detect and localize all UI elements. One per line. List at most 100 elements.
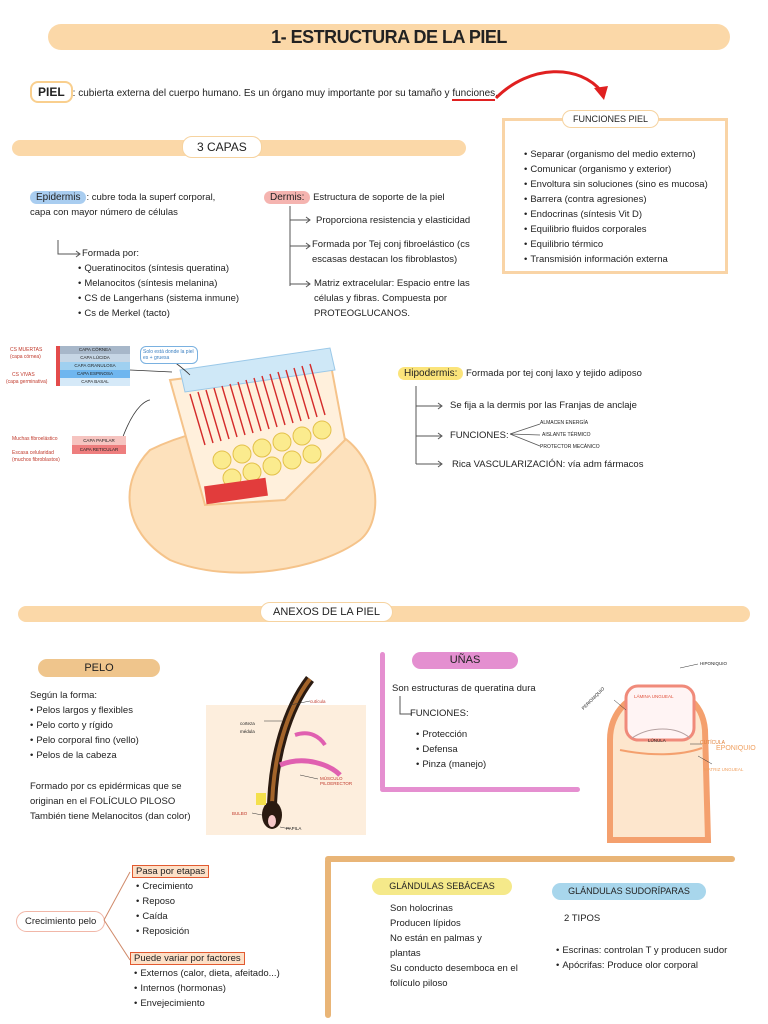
dermis-connector bbox=[289, 206, 311, 288]
sudoriparas-title: GLÁNDULAS SUDORÍPARAS bbox=[552, 883, 706, 900]
note-cs-muertas: CS MUERTAS bbox=[10, 347, 43, 353]
hipodermis-label: Hipodermis: bbox=[398, 367, 464, 380]
note-capa-cornea: (capa córnea) bbox=[10, 354, 41, 360]
hair-label-musculo: MÚSCULO PILOERECTOR bbox=[320, 776, 353, 786]
list-item: Transmisión información externa bbox=[524, 252, 708, 267]
pelo-list: Pelos largos y flexibles Pelo corto y rí… bbox=[30, 703, 139, 763]
hair-diagram bbox=[206, 675, 366, 835]
divider-horizontal-pink bbox=[380, 787, 580, 792]
hipodermis-item-3: Rica VASCULARIZACIÓN: vía adm fármacos bbox=[452, 459, 644, 470]
note-fibroblastos: (muchos fibroblastos) bbox=[12, 457, 60, 463]
unas-title: UÑAS bbox=[412, 652, 518, 669]
unas-connector bbox=[399, 696, 412, 715]
list-item: Cs de Merkel (tacto) bbox=[78, 306, 239, 321]
list-item: Reposo bbox=[136, 894, 193, 909]
unas-text: Son estructuras de queratina dura bbox=[392, 683, 536, 694]
list-item: Internos (hormonas) bbox=[134, 981, 280, 996]
list-item: Envejecimiento bbox=[134, 996, 280, 1011]
layer-corneal: CAPA CÓRNEA bbox=[60, 346, 130, 354]
epidermis-list: Queratinocitos (síntesis queratina) Mela… bbox=[78, 261, 239, 321]
hair-label-papila: PAPILA bbox=[286, 826, 302, 831]
epidermis-text: Epidermis: cubre toda la superf corporal… bbox=[30, 191, 216, 218]
list-item: Crecimiento bbox=[136, 879, 193, 894]
list-item: Melanocitos (síntesis melanina) bbox=[78, 276, 239, 291]
hipodermis-connector bbox=[415, 386, 443, 468]
skin-diagram bbox=[119, 347, 377, 574]
divider-horizontal-tan bbox=[325, 856, 735, 862]
layer-stack-bar bbox=[56, 346, 60, 386]
hair-label-corteza: corteza bbox=[240, 721, 255, 726]
hipodermis-func-1: ALMACEN ENERGÍA bbox=[540, 420, 589, 426]
layer-granulosa: CAPA GRANULOSA bbox=[60, 362, 130, 370]
list-item: Escrinas: controlan T y producen sudor bbox=[556, 943, 727, 958]
nail-label-cuticula: CUTÍCULA bbox=[700, 740, 726, 746]
pelo-title: PELO bbox=[38, 659, 160, 677]
layer-lucida: CAPA LÚCIDA bbox=[60, 354, 130, 362]
list-item: Equilibrio térmico bbox=[524, 237, 708, 252]
epidermis-layer-stack: CAPA CÓRNEA CAPA LÚCIDA CAPA GRANULOSA C… bbox=[60, 346, 130, 386]
layer-papilar: CAPA PAPILAR bbox=[72, 436, 126, 445]
list-item: Pelo corto y rígido bbox=[30, 718, 139, 733]
nail-label-eponiquio: EPONIQUIO bbox=[716, 745, 756, 752]
title-banner bbox=[48, 24, 730, 50]
dermis-item-1: Proporciona resistencia y elasticidad bbox=[316, 215, 471, 226]
pelo-formado: Formado por cs epidérmicas que se origin… bbox=[30, 781, 191, 822]
hipodermis-func-3: PROTECTOR MECÁNICO bbox=[540, 444, 600, 450]
list-item: Pelos de la cabeza bbox=[30, 748, 139, 763]
list-item: Envoltura sin soluciones (sino es mucosa… bbox=[524, 177, 707, 192]
hair-label-medula: médula bbox=[240, 729, 255, 734]
list-item: Pelo corporal fino (vello) bbox=[30, 733, 138, 748]
piel-label: PIEL bbox=[30, 81, 73, 103]
sudoriparas-tipos: 2 TIPOS bbox=[564, 913, 601, 924]
nail-label-lunula: LÚNULA bbox=[648, 738, 666, 743]
note-celularidad: Escasa celularidad bbox=[12, 450, 54, 456]
list-item: Externos (calor, dieta, afeitado...) bbox=[134, 966, 279, 981]
layer-espinosa: CAPA ESPINOSA bbox=[60, 370, 130, 378]
list-item: Apócrifas: Produce olor corporal bbox=[556, 958, 727, 973]
funciones-arrows bbox=[509, 423, 541, 447]
list-item: Pinza (manejo) bbox=[416, 757, 486, 772]
crecimiento-connector bbox=[103, 871, 131, 961]
capas-title: 3 CAPAS bbox=[182, 136, 262, 158]
list-item: Producen lípidos bbox=[390, 918, 461, 929]
connector-arrow-icon bbox=[57, 240, 81, 258]
hipodermis-heading: Hipodermis: Formada por tej conj laxo y … bbox=[398, 367, 642, 380]
note-capa-germinativa: (capa germinativa) bbox=[6, 379, 48, 385]
funciones-link[interactable]: funciones bbox=[452, 88, 496, 101]
nail-label-matriz: MATRIZ UNGUEAL bbox=[704, 767, 744, 772]
list-item: Caída bbox=[136, 909, 193, 924]
pelo-intro: Según la forma: bbox=[30, 690, 98, 701]
sebaceas-title: GLÁNDULAS SEBÁCEAS bbox=[372, 878, 512, 895]
dermis-layer-stack: CAPA PAPILAR CAPA RETICULAR bbox=[72, 436, 126, 454]
factores-title: Puede variar por factores bbox=[130, 952, 245, 965]
list-item: Son holocrinas bbox=[390, 903, 453, 914]
hipodermis-func-2: AISLANTE TÉRMICO bbox=[542, 432, 591, 438]
list-item: Protección bbox=[416, 727, 486, 742]
layer-basal: CAPA BASAL bbox=[60, 378, 130, 386]
divider-vertical-tan bbox=[325, 858, 331, 1018]
divider-vertical-pink bbox=[380, 652, 385, 790]
list-item: Comunicar (organismo y exterior) bbox=[524, 162, 708, 177]
list-item: Reposición bbox=[136, 924, 193, 939]
sebaceas-list: Son holocrinas Producen lípidos No están… bbox=[390, 901, 530, 991]
etapas-list: Crecimiento Reposo Caída Reposición bbox=[136, 879, 193, 939]
hipodermis-item-1: Se fija a la dermis por las Franjas de a… bbox=[450, 400, 637, 411]
dermis-label: Dermis: bbox=[264, 191, 311, 204]
list-item: Queratinocitos (síntesis queratina) bbox=[78, 261, 239, 276]
list-item: Defensa bbox=[416, 742, 486, 757]
piel-definition: PIEL: cubierta externa del cuerpo humano… bbox=[30, 81, 498, 103]
arrow-icon bbox=[494, 70, 608, 100]
dermis-item-2: Formada por Tej conj fibroelástico (cs e… bbox=[312, 239, 470, 265]
layer-reticular: CAPA RETICULAR bbox=[72, 445, 126, 454]
list-item: Endocrinas (síntesis Vit D) bbox=[524, 207, 708, 222]
nail-diagram bbox=[607, 663, 713, 843]
note-fibroelastico: Muchas fibroelástico bbox=[12, 436, 58, 442]
hair-label-bulbo: BULBO bbox=[232, 811, 248, 816]
nail-label-lamina: LÁMINA UNGUEAL bbox=[634, 694, 674, 699]
funciones-piel-list: Separar (organismo del medio externo) Co… bbox=[524, 147, 708, 267]
bubble-note: Solo está donde la piel es + gruesa bbox=[140, 346, 198, 364]
list-item: Pelos largos y flexibles bbox=[30, 703, 139, 718]
list-item: Equilibrio fluidos corporales bbox=[524, 222, 708, 237]
etapas-title: Pasa por etapas bbox=[132, 865, 210, 878]
sudoriparas-list: Escrinas: controlan T y producen sudor A… bbox=[556, 943, 727, 973]
